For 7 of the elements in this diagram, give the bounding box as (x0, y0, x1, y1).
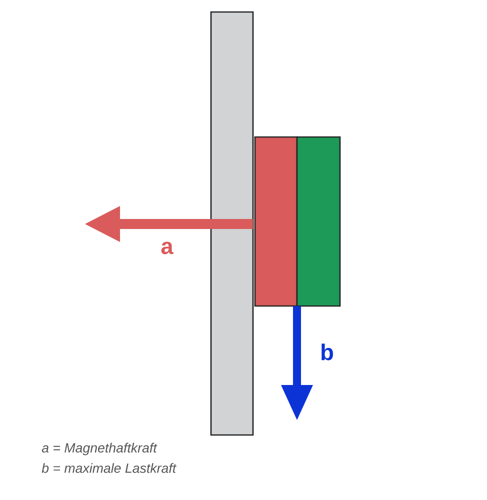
magnet-block (296, 136, 341, 307)
force-label: a (161, 242, 174, 254)
legend-text: a = Magnethaftkraft (42, 442, 158, 456)
wall-plate (210, 11, 254, 436)
legend-text: b = maximale Lastkraft (42, 463, 177, 473)
magnet-block (254, 136, 298, 307)
force-label: b (322, 344, 333, 360)
